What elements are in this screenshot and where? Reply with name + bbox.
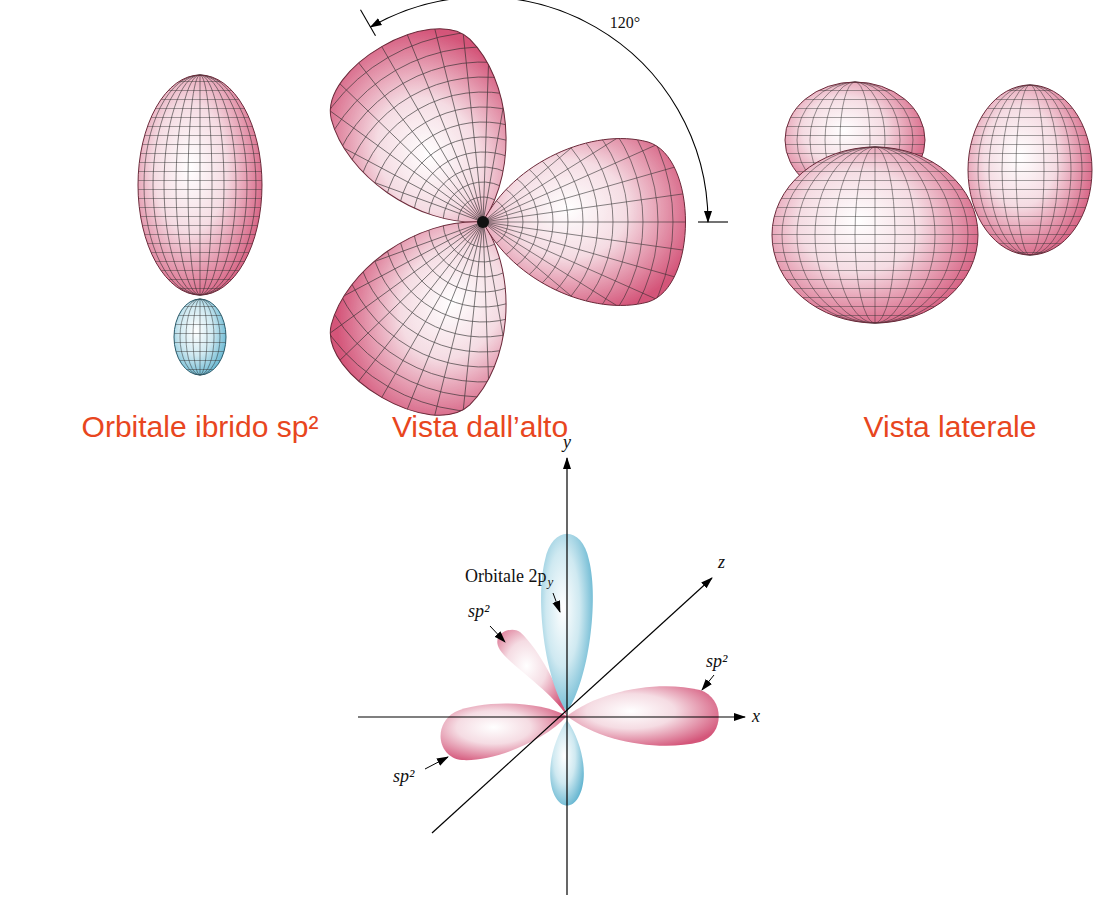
leader-arrows xyxy=(425,593,714,769)
axis-label: x xyxy=(752,706,760,727)
caption: Orbitale ibrido sp² xyxy=(82,410,319,445)
subscript: y xyxy=(547,575,553,590)
angle-arc xyxy=(361,0,729,222)
orbital-label: sp² xyxy=(706,651,727,672)
angle-label: 120° xyxy=(610,14,640,32)
side-view xyxy=(772,82,1092,323)
axis-label: z xyxy=(718,552,725,573)
orbital-label: sp² xyxy=(468,601,489,622)
orbital-label: sp² xyxy=(393,766,414,787)
caption: Vista laterale xyxy=(864,410,1037,445)
axis-label: y xyxy=(563,432,571,453)
caption: Vista dall’alto xyxy=(392,410,568,445)
orbital-label: Orbitale 2p xyxy=(465,566,546,587)
hybrid-orbital xyxy=(138,75,262,375)
axes-diagram xyxy=(358,458,745,895)
